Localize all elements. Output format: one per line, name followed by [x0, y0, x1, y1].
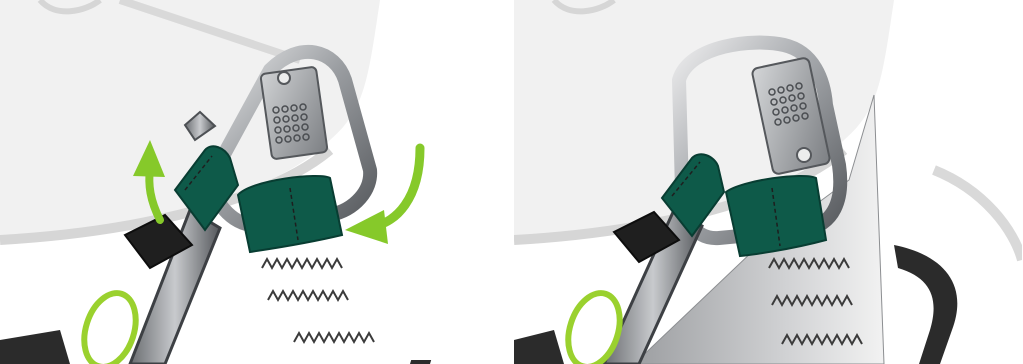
harness-belt: [894, 245, 957, 364]
locking-sleeve: [260, 67, 327, 160]
panel-step-open: [0, 0, 508, 364]
step-locked-illustration: [514, 0, 1022, 364]
sleeve-rivet: [278, 72, 290, 84]
lanyard-sewn-end: [0, 330, 70, 364]
step-open-illustration: [0, 0, 508, 364]
panel-step-locked: [514, 0, 1022, 364]
lanyard-sewn-end: [514, 330, 564, 364]
strap-outline: [934, 170, 1022, 260]
sleeve-rivet: [797, 148, 811, 162]
